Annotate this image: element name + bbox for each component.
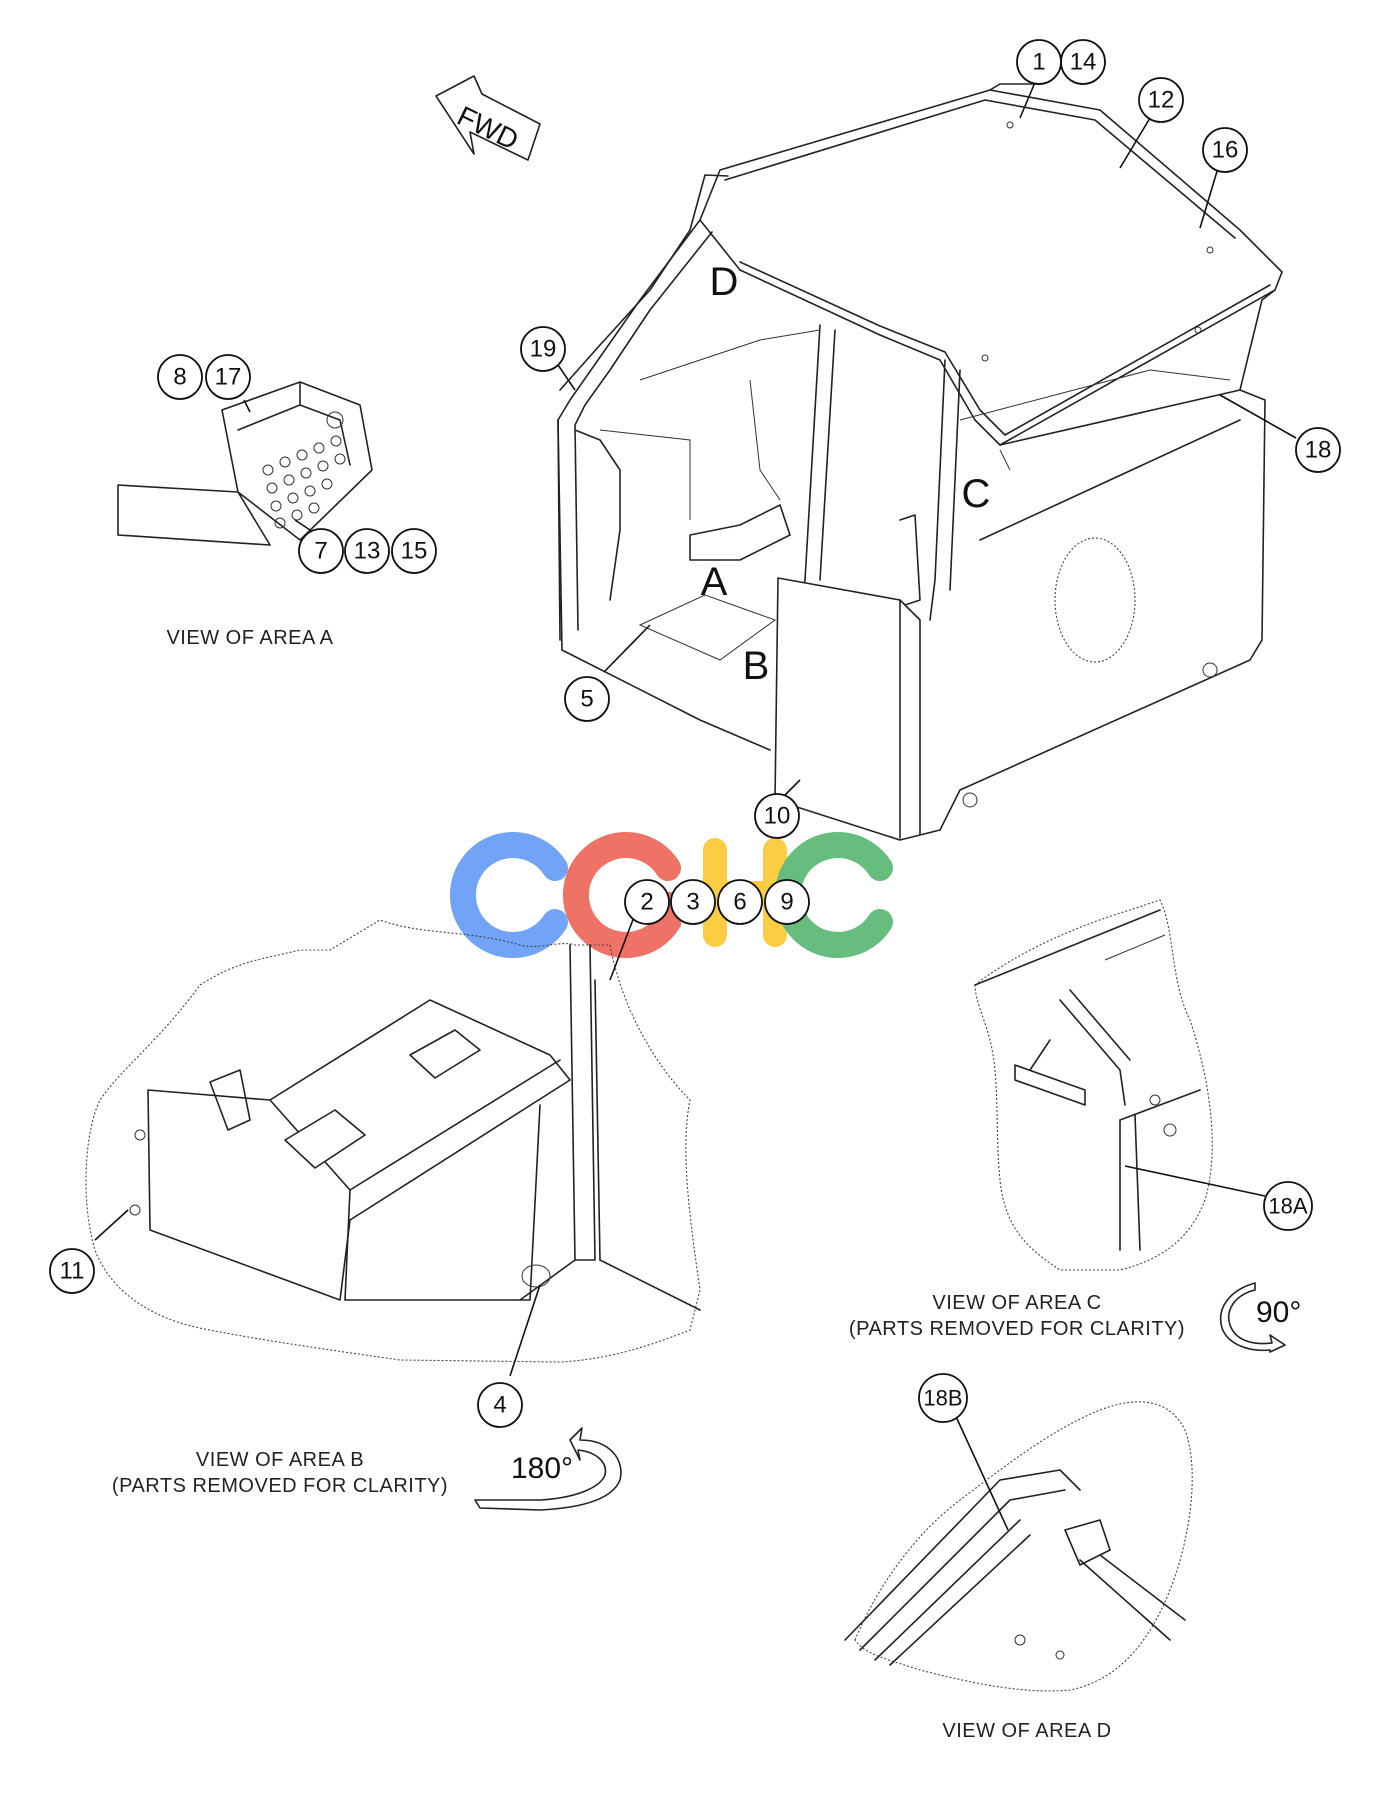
svg-text:16: 16 bbox=[1212, 137, 1239, 164]
caption-area-c-title: VIEW OF AREA C bbox=[932, 1292, 1101, 1314]
svg-text:18B: 18B bbox=[923, 1386, 962, 1411]
callout-3: 3 bbox=[670, 879, 716, 925]
svg-text:6: 6 bbox=[733, 889, 746, 916]
rotation-90-indicator: 90° bbox=[1219, 1282, 1301, 1353]
callout-8: 8 bbox=[157, 354, 203, 400]
callout-1: 1 bbox=[1016, 39, 1062, 85]
caption-area-c-note: (PARTS REMOVED FOR CLARITY) bbox=[849, 1318, 1185, 1340]
caption-area-a: VIEW OF AREA A bbox=[166, 627, 333, 649]
svg-text:19: 19 bbox=[530, 336, 557, 363]
callout-11: 11 bbox=[49, 1248, 95, 1294]
callout-4: 4 bbox=[477, 1382, 523, 1428]
caption-area-d: VIEW OF AREA D bbox=[942, 1720, 1111, 1742]
svg-text:11: 11 bbox=[60, 1258, 85, 1285]
svg-text:15: 15 bbox=[401, 538, 428, 565]
caption-area-b-title: VIEW OF AREA B bbox=[196, 1449, 364, 1471]
callout-6: 6 bbox=[717, 879, 763, 925]
view-area-a-drawing bbox=[117, 381, 373, 546]
svg-text:8: 8 bbox=[173, 364, 186, 391]
callout-12: 12 bbox=[1138, 77, 1184, 123]
view-area-d-drawing bbox=[844, 1401, 1193, 1692]
svg-text:5: 5 bbox=[580, 686, 593, 713]
caption-area-b-note: (PARTS REMOVED FOR CLARITY) bbox=[112, 1475, 448, 1497]
callout-9: 9 bbox=[764, 879, 810, 925]
callout-13: 13 bbox=[344, 528, 390, 574]
svg-text:12: 12 bbox=[1148, 87, 1175, 114]
area-letter-c: C bbox=[962, 472, 991, 516]
svg-text:14: 14 bbox=[1070, 49, 1097, 76]
cab-main-view bbox=[557, 83, 1283, 841]
svg-text:9: 9 bbox=[780, 889, 793, 916]
svg-text:7: 7 bbox=[314, 538, 327, 565]
svg-text:10: 10 bbox=[764, 803, 791, 830]
area-letter-d: D bbox=[710, 260, 739, 304]
callout-5: 5 bbox=[564, 676, 610, 722]
callout-18: 18 bbox=[1295, 427, 1341, 473]
svg-text:2: 2 bbox=[640, 889, 653, 916]
callout-16: 16 bbox=[1202, 127, 1248, 173]
svg-text:3: 3 bbox=[686, 889, 699, 916]
callout-17: 17 bbox=[205, 354, 251, 400]
forward-arrow: FWD bbox=[435, 75, 541, 161]
svg-text:13: 13 bbox=[354, 538, 381, 565]
view-area-b-drawing bbox=[85, 919, 701, 1363]
area-letter-b: B bbox=[743, 644, 770, 688]
callout-14: 14 bbox=[1060, 39, 1106, 85]
callout-15: 15 bbox=[391, 528, 437, 574]
callout-2: 2 bbox=[624, 879, 670, 925]
callout-18b: 18B bbox=[918, 1373, 968, 1423]
rotation-180-indicator: 180° bbox=[474, 1427, 622, 1511]
svg-text:1: 1 bbox=[1032, 49, 1045, 76]
leader-lines bbox=[94, 79, 1297, 1531]
callout-10: 10 bbox=[754, 793, 800, 839]
callout-19: 19 bbox=[520, 326, 566, 372]
callout-7: 7 bbox=[298, 528, 344, 574]
view-area-c-drawing bbox=[974, 899, 1213, 1271]
rotation-180-label: 180° bbox=[511, 1452, 573, 1485]
callout-18a: 18A bbox=[1263, 1181, 1313, 1231]
rotation-90-label: 90° bbox=[1256, 1296, 1301, 1329]
svg-text:18A: 18A bbox=[1268, 1194, 1307, 1219]
svg-text:17: 17 bbox=[215, 364, 242, 391]
area-letter-a: A bbox=[701, 560, 728, 604]
svg-text:18: 18 bbox=[1305, 437, 1332, 464]
svg-text:4: 4 bbox=[493, 1392, 506, 1419]
